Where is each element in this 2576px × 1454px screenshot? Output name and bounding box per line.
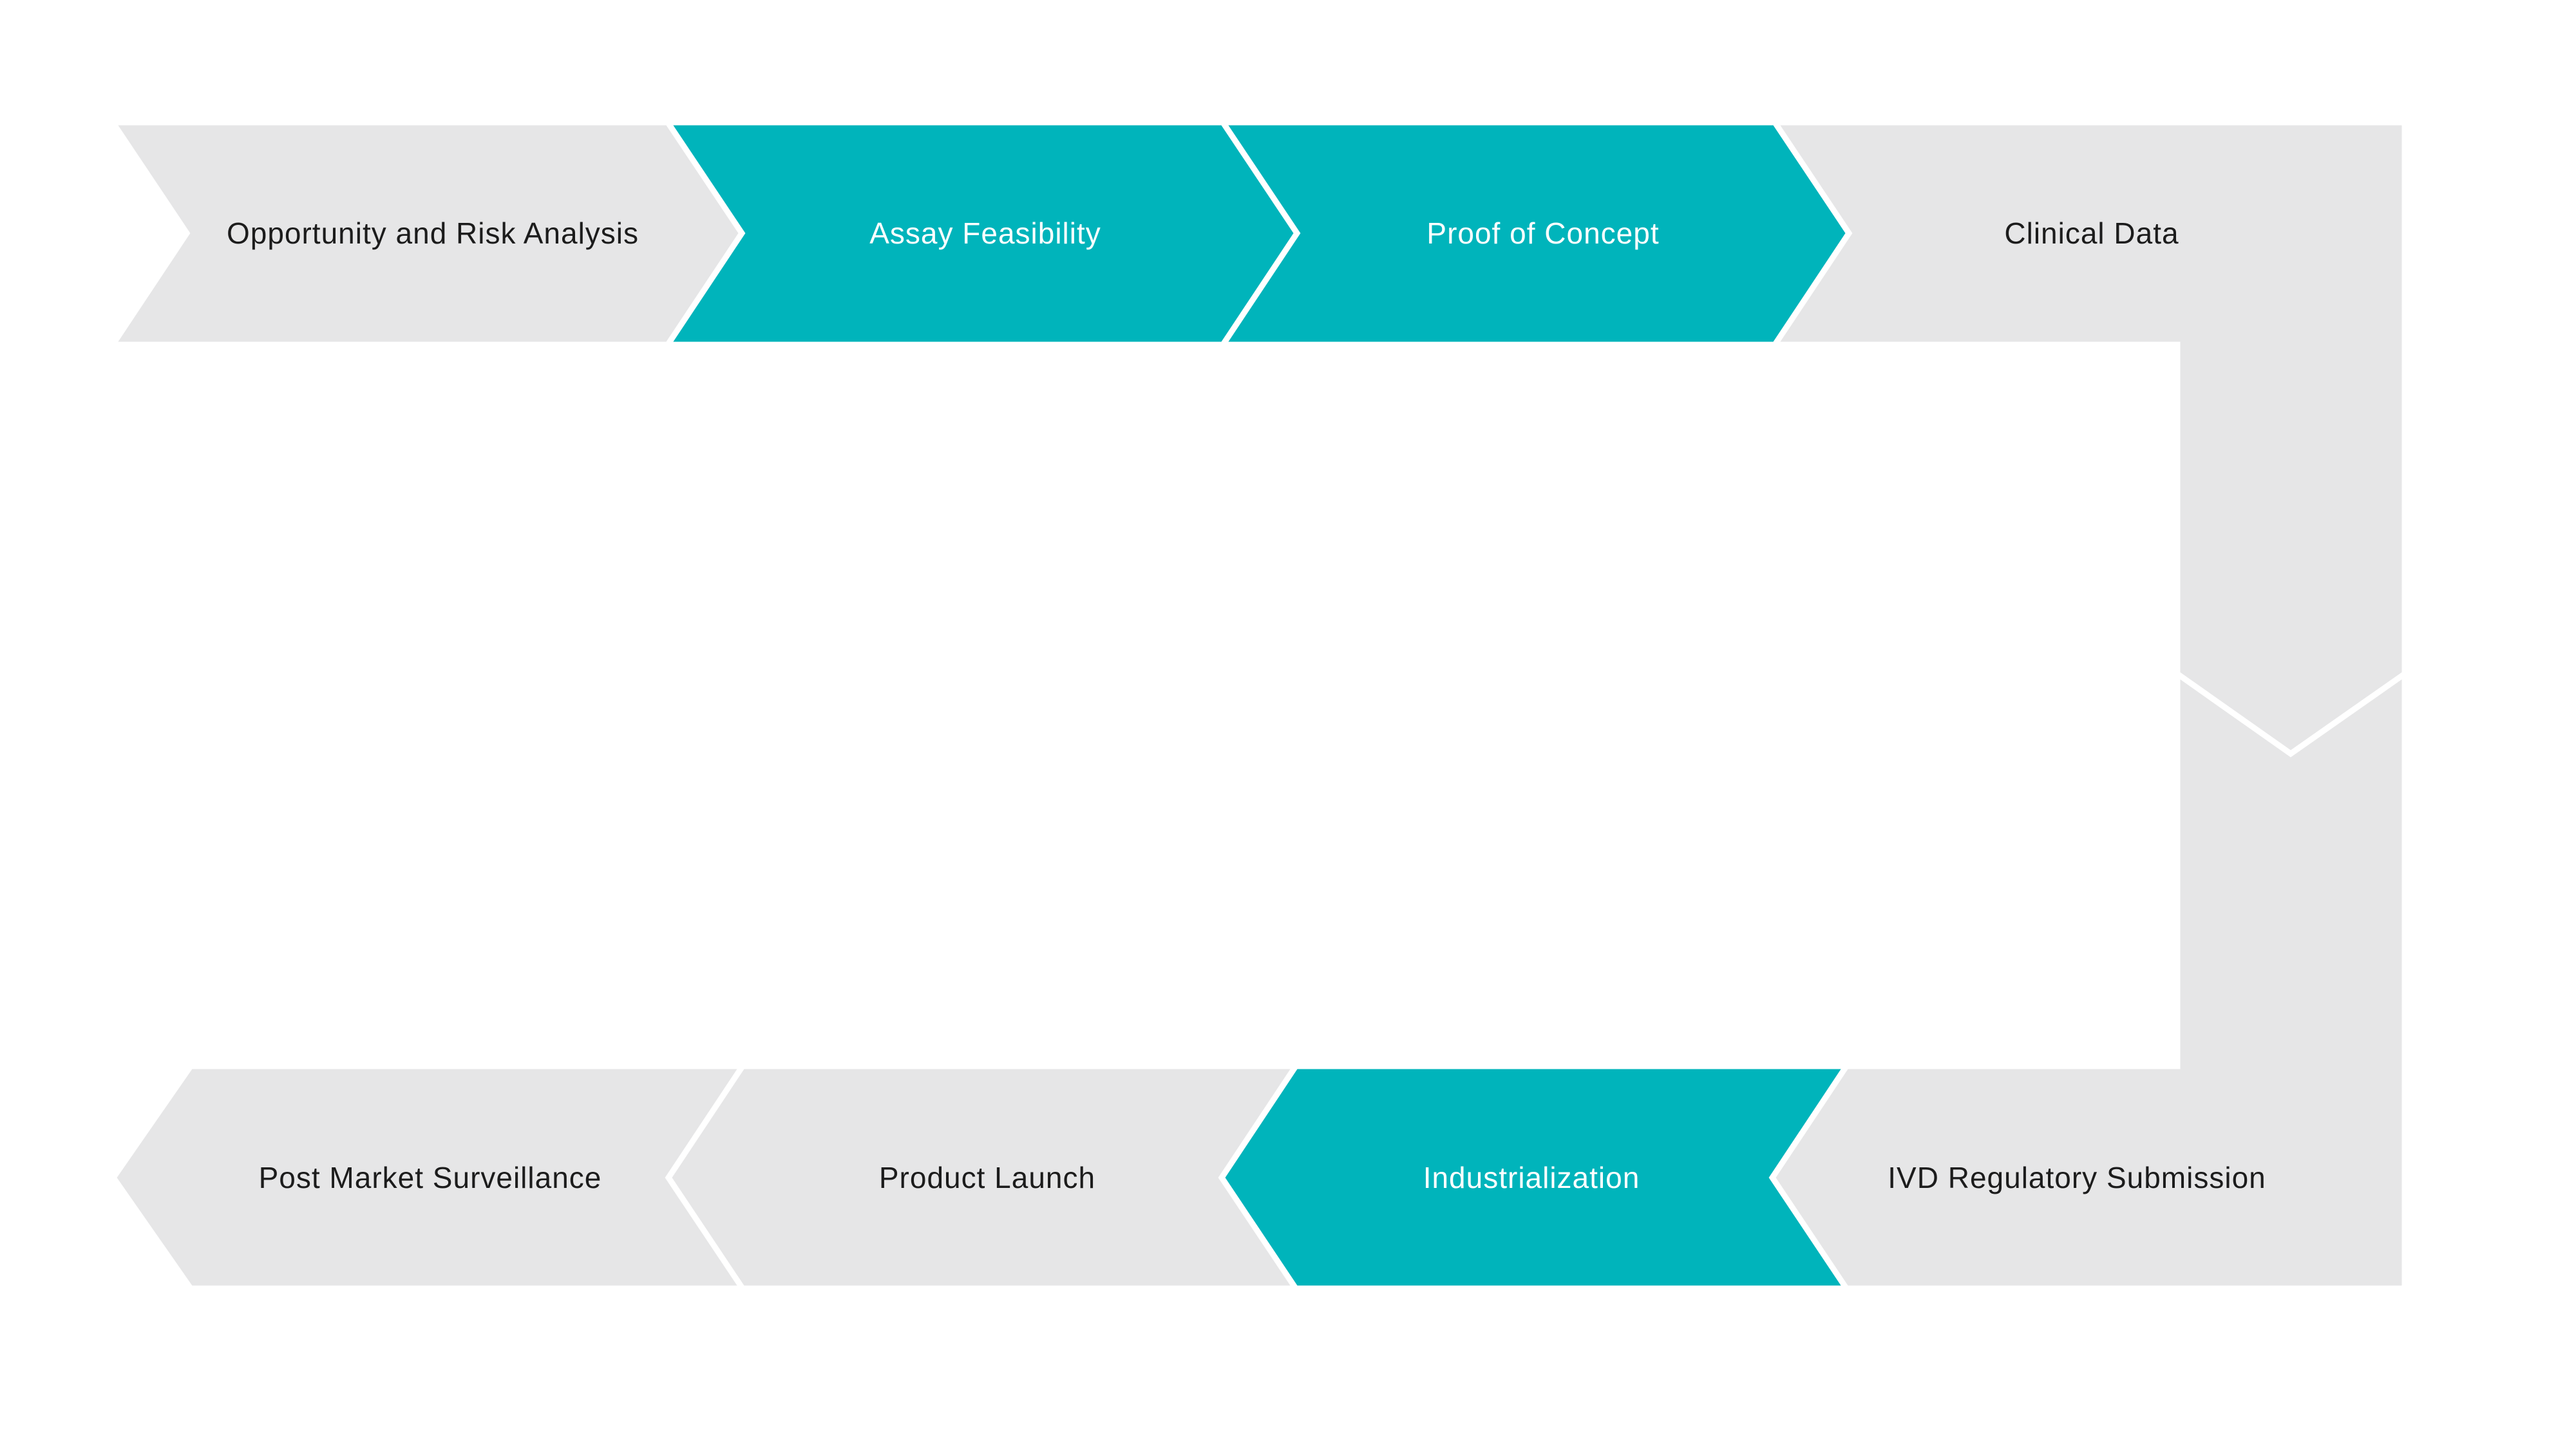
- stage-label-assay-feasibility: Assay Feasibility: [869, 216, 1101, 250]
- stage-label-industrialization: Industrialization: [1423, 1161, 1640, 1194]
- stage-label-ivd-regulatory-submission: IVD Regulatory Submission: [1888, 1161, 2266, 1194]
- stage-label-product-launch: Product Launch: [879, 1161, 1095, 1194]
- stage-shape-ivd-regulatory-submission: [1768, 668, 2408, 1292]
- stage-label-opportunity-and-risk-analysis: Opportunity and Risk Analysis: [227, 216, 639, 250]
- stage-label-clinical-data: Clinical Data: [2004, 216, 2179, 250]
- stage-label-proof-of-concept: Proof of Concept: [1426, 216, 1659, 250]
- stage-label-post-market-surveillance: Post Market Surveillance: [259, 1161, 602, 1194]
- stage-shape-post-market-surveillance: [109, 1063, 748, 1292]
